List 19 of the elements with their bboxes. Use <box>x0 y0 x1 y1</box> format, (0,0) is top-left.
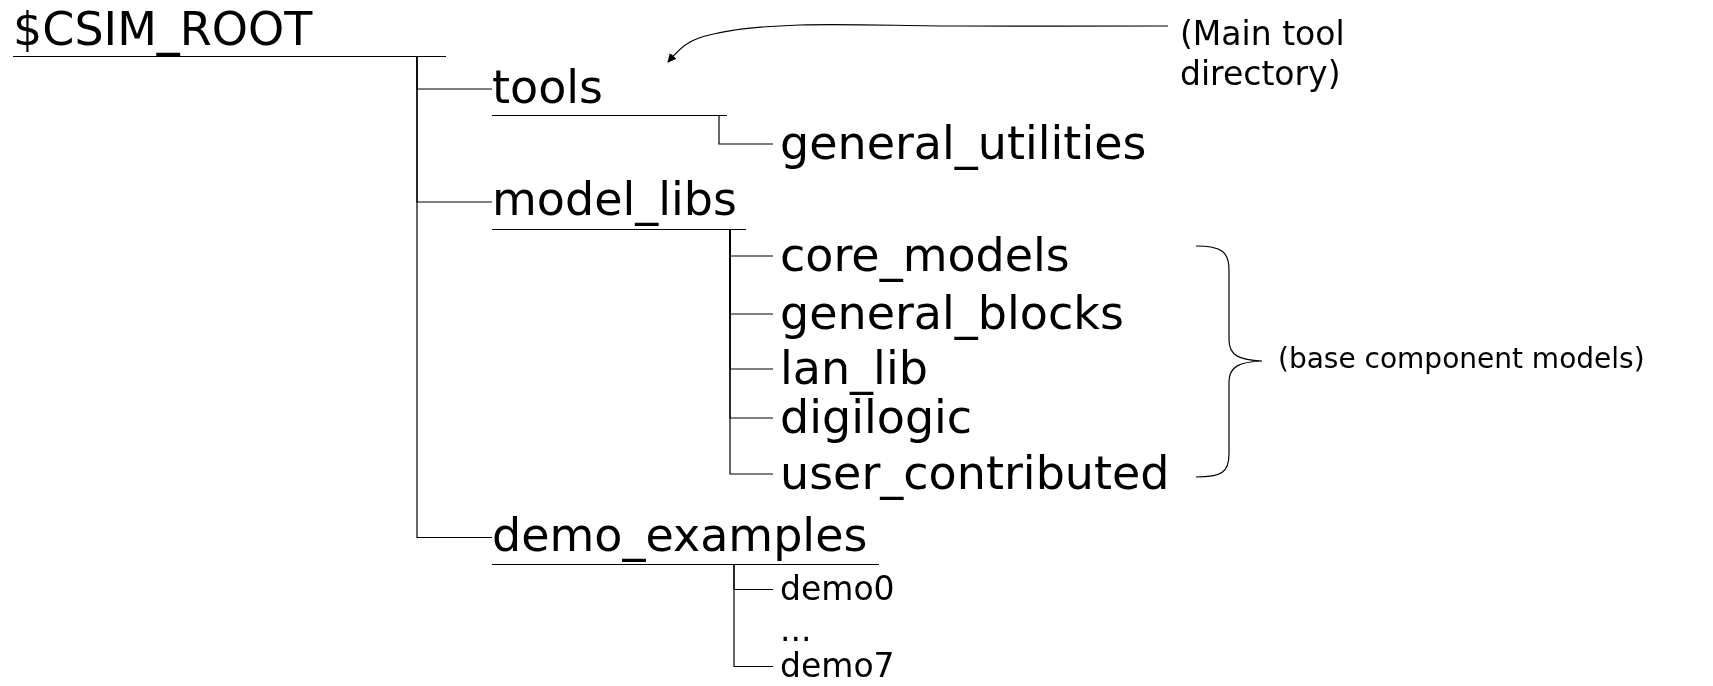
tree-branch-line <box>416 56 493 539</box>
root-directory: $CSIM_ROOT <box>13 4 446 57</box>
subdirectory-name: user_contributed <box>773 448 1170 500</box>
ellipsis: ... <box>780 612 812 649</box>
directory-name: model_libs <box>492 174 746 230</box>
subdirectory-name: core_models <box>773 230 1070 282</box>
subdirectory-name: general_blocks <box>773 288 1124 340</box>
directory-name: tools <box>492 62 727 116</box>
subdirectory-name: lan_lib <box>773 343 928 395</box>
directory-name: demo_examples <box>492 510 879 565</box>
annotation-text: (Main tool directory) <box>1180 14 1395 94</box>
tree-branch-line <box>733 564 774 668</box>
tree-branch-line <box>729 229 774 475</box>
tree-branch-line <box>718 115 774 145</box>
subdirectory-name: demo0 <box>773 571 895 608</box>
subdirectory-name: general_utilities <box>773 118 1147 170</box>
arrow <box>667 23 1169 63</box>
subdirectory-name: demo7 <box>773 648 895 685</box>
group-annotation: (base component models) <box>1278 344 1645 375</box>
